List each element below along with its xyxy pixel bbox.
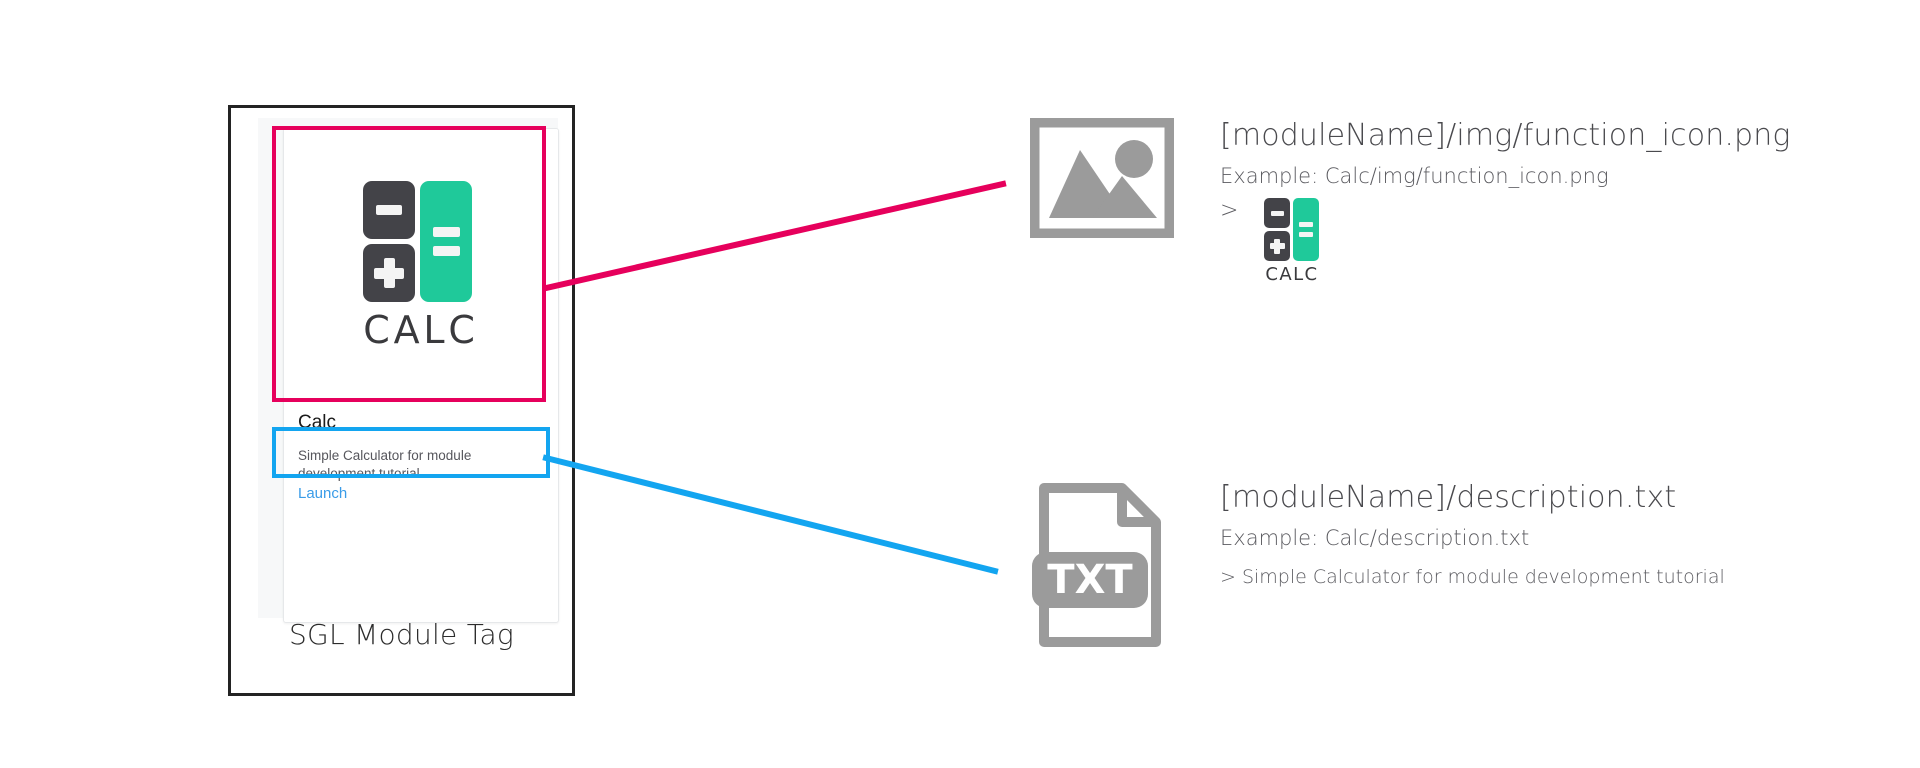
calc-logo-keys xyxy=(363,181,478,302)
equals-bar-bottom-small xyxy=(1299,232,1314,237)
plus-vertical-bar xyxy=(383,258,395,288)
description-highlight-box xyxy=(272,427,550,478)
minus-bar xyxy=(376,205,403,215)
calc-logo-small-wordmark: CALC xyxy=(1265,264,1319,285)
image-placeholder-icon xyxy=(1028,116,1176,243)
minus-key-icon-small xyxy=(1264,198,1291,228)
calc-logo-wordmark: CALC xyxy=(363,308,479,352)
connector-line-magenta xyxy=(542,180,1007,292)
plus-key-icon xyxy=(363,244,416,302)
chevron-right-marker: > xyxy=(1220,198,1239,223)
minus-key-icon xyxy=(363,181,416,239)
annotation-title: [moduleName]/description.txt xyxy=(1220,480,1677,515)
connector-line-blue xyxy=(542,454,999,575)
equals-key-icon-small xyxy=(1293,198,1320,261)
module-tag-caption: SGL Module Tag xyxy=(288,618,515,651)
annotation-example: Example: Calc/img/function_icon.png xyxy=(1220,164,1609,188)
launch-link[interactable]: Launch xyxy=(298,485,348,502)
plus-key-icon-small xyxy=(1264,231,1291,261)
plus-vertical-bar-small xyxy=(1274,238,1281,254)
annotation-text-block: [moduleName]/img/function_icon.png Examp… xyxy=(1220,118,1791,285)
txt-file-icon-label: TXT xyxy=(1047,557,1133,603)
calc-logo-small: CALC xyxy=(1264,198,1320,285)
minus-bar-small xyxy=(1270,210,1284,216)
equals-key-icon xyxy=(420,181,473,302)
annotation-title: [moduleName]/img/function_icon.png xyxy=(1220,118,1791,153)
txt-file-icon: TXT xyxy=(1030,480,1170,655)
calc-logo-left-column xyxy=(363,181,416,302)
annotation-text-block: [moduleName]/description.txt Example: Ca… xyxy=(1220,480,1725,588)
annotation-sample-text: > Simple Calculator for module developme… xyxy=(1220,566,1725,588)
calc-logo-small-left-column xyxy=(1264,198,1291,261)
card-icon-area: CALC xyxy=(284,129,558,404)
calc-logo-small-keys xyxy=(1264,198,1320,261)
annotation-example: Example: Calc/description.txt xyxy=(1220,526,1530,550)
calc-logo-large: CALC xyxy=(363,181,478,352)
equals-bar-bottom xyxy=(432,246,460,256)
function-icon-highlight-box xyxy=(272,126,546,402)
equals-bar-top xyxy=(432,227,460,237)
equals-bar-top-small xyxy=(1299,222,1314,227)
annotation-sample-row: > xyxy=(1220,198,1791,285)
